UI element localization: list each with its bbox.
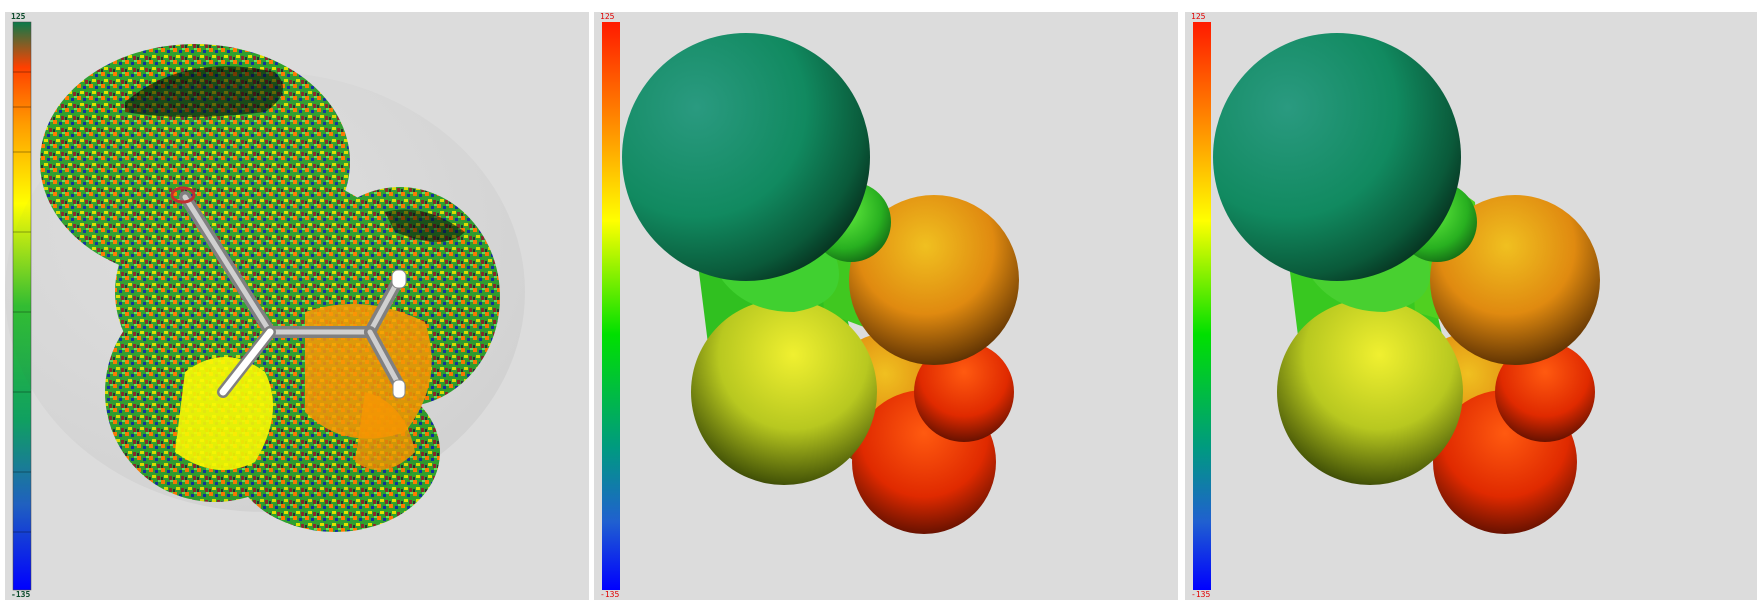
scale-min-label: -135: [11, 590, 31, 599]
sphere-cluster: [622, 33, 1019, 534]
surface-panel-3: 125 -135: [1185, 12, 1757, 600]
molecule-render-noisy: [5, 21, 525, 591]
colorbar-3: [1193, 22, 1211, 590]
stick-model: [170, 186, 407, 399]
noisy-surface: [5, 44, 525, 532]
scale-min-label: -135: [600, 590, 620, 599]
scale-max-label: 125: [11, 12, 26, 21]
molecule-render-smooth: [602, 22, 1019, 590]
surface-panel-2: 125 -135: [594, 12, 1178, 600]
sphere-cluster-2: [1213, 33, 1600, 534]
colorbar-2: [602, 22, 620, 590]
scale-min-label: -135: [1191, 590, 1211, 599]
scale-max-label: 125: [1191, 12, 1206, 21]
molecule-render-smooth-2: [1193, 22, 1600, 590]
surface-panel-1: 125 -135: [5, 12, 589, 600]
scale-max-label: 125: [600, 12, 615, 21]
